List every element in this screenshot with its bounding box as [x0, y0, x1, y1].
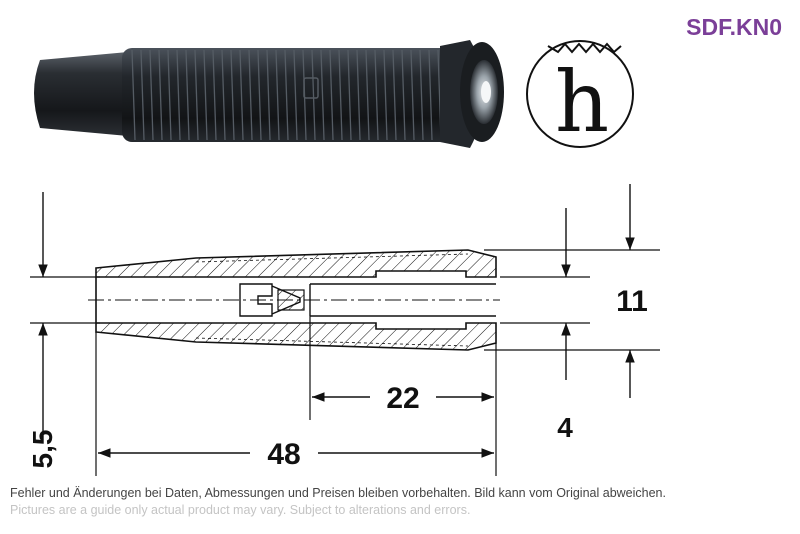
manufacturer-logo-icon: h [526, 40, 634, 151]
rib-line [203, 49, 208, 141]
product-photo [34, 40, 504, 148]
rib-line [365, 49, 370, 141]
rib-line [239, 49, 244, 141]
manufacturer-logo-glyph: h [555, 53, 609, 151]
rib-line [149, 49, 154, 141]
rib-line [356, 49, 361, 141]
rib-line [266, 49, 271, 141]
rib-line [410, 49, 415, 141]
rib-line [167, 49, 172, 141]
section-drawing [88, 249, 500, 351]
rib-line [293, 49, 298, 141]
rib-line [185, 49, 190, 141]
dimension-socket-depth-label: 22 [386, 382, 419, 415]
rib-line [248, 49, 253, 141]
rib-line [419, 49, 424, 141]
dimension-rear-diameter: 5,5 [27, 192, 100, 468]
rib-line [338, 49, 343, 141]
rib-line [221, 49, 226, 141]
rib-line [401, 49, 406, 141]
dimension-overall-length: 48 [95, 332, 494, 476]
rib-line [392, 49, 397, 141]
dimension-socket-depth: 22 [309, 316, 497, 476]
dimension-diameters-right: 11 4 [484, 184, 660, 443]
rib-line [374, 49, 379, 141]
rib-line [320, 49, 325, 141]
rib-line [194, 49, 199, 141]
rib-line [176, 49, 181, 141]
rib-line [131, 49, 136, 141]
dimension-bore-diameter-label: 4 [557, 412, 573, 443]
rib-line [257, 49, 262, 141]
rib-line [383, 49, 388, 141]
rib-line [329, 49, 334, 141]
disclaimer-german: Fehler und Änderungen bei Daten, Abmessu… [10, 486, 666, 500]
dimension-overall-length-label: 48 [267, 438, 300, 471]
rib-line [158, 49, 163, 141]
rib-line [140, 49, 145, 141]
dimension-outer-diameter-label: 11 [616, 285, 648, 318]
disclaimer-english: Pictures are a guide only actual product… [10, 503, 471, 517]
body-ribbing [131, 49, 442, 141]
dimension-rear-diameter-label: 5,5 [27, 430, 58, 469]
rib-line [428, 49, 433, 141]
product-code: SDF.KN0 [686, 14, 782, 40]
rib-line [347, 49, 352, 141]
rib-line [230, 49, 235, 141]
rib-line [284, 49, 289, 141]
rib-line [275, 49, 280, 141]
rib-line [311, 49, 316, 141]
rib-line [212, 49, 217, 141]
